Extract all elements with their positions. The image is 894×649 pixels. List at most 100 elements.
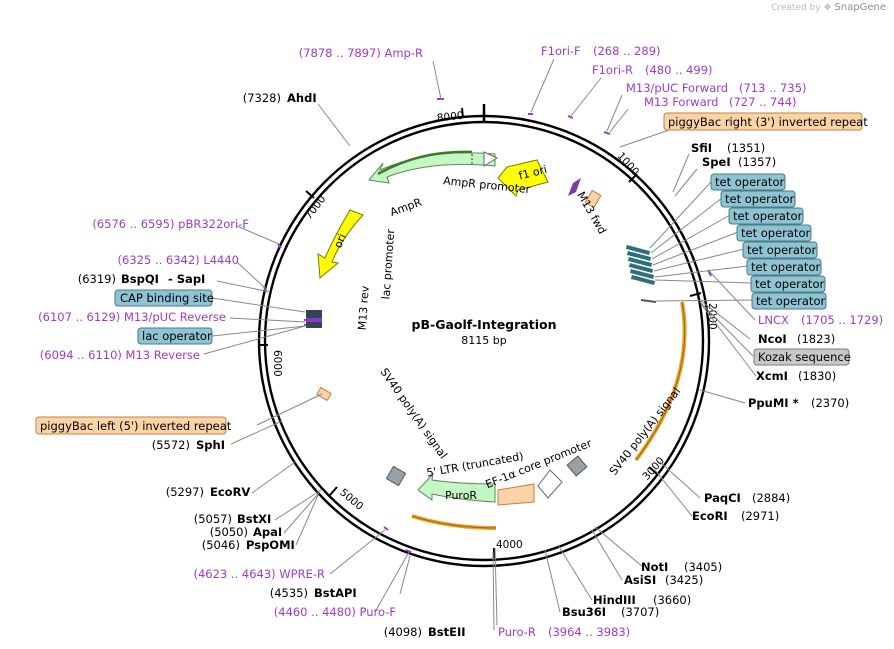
primer-pbr322ori-f: (6576 .. 6595) pBR322ori-F [92, 217, 249, 231]
orange-arc-bottom-outline [411, 515, 497, 529]
site-xcmi: XcmI [756, 369, 788, 383]
cap-binding-site-label: CAP binding site [120, 291, 214, 305]
tet-operator-label: tet operator [715, 175, 784, 189]
tick-7000: 7000 [303, 193, 329, 221]
pspomi-coord: (5046) [202, 538, 240, 552]
lac-operator-box: lac operator [137, 327, 213, 345]
primer-m13-puc-forward-coord: (713 .. 735) [739, 81, 807, 95]
primer-m13-puc-forward: M13/pUC Forward [626, 81, 728, 95]
tet-operator-box-3: tet operator [728, 207, 804, 225]
tet-operator-box-8: tet operator [751, 292, 827, 310]
site-bsteii: BstEII [428, 625, 466, 639]
site-asisi: AsiSI [624, 573, 656, 587]
ori-arrow [317, 209, 364, 279]
primer-f1ori-f-coord: (268 .. 289) [593, 44, 661, 58]
lac-promoter-label: lac promoter [379, 228, 397, 300]
tet-operator-label: tet operator [741, 226, 810, 240]
primer-m13-reverse: (6094 .. 6110) M13 Reverse [40, 348, 200, 362]
tet-operator-box-4: tet operator [736, 224, 812, 242]
site-ncoi: NcoI [758, 332, 787, 346]
primer-m13-forward-coord: (727 .. 744) [729, 95, 797, 109]
sv40-polya-left-label: SV40 poly(A) signal [378, 366, 450, 461]
site-spei: SpeI [702, 155, 731, 169]
tet-operator-box-6: tet operator [746, 258, 822, 276]
m13-rev-label: M13 rev [356, 285, 372, 331]
site-ahdi: AhdI [287, 91, 317, 105]
sv40-polya-left-block [385, 465, 407, 487]
leader-lines [203, 58, 757, 631]
ampr-label: AmpR [388, 195, 424, 219]
site-ecorv: EcoRV [210, 485, 250, 499]
tick-2000: 2000 [706, 303, 718, 330]
ampr-promoter-head [483, 151, 499, 167]
ef1a-arrow [537, 469, 563, 499]
piggybac-left-box: piggyBac left (5') inverted repeat [35, 416, 232, 435]
piggybac-left-block [316, 386, 332, 402]
site-bstxi: BstXI [237, 512, 271, 526]
site-sphi: SphI [196, 438, 225, 452]
sfii-coord: (1351) [727, 141, 765, 155]
tet-operator-label: tet operator [733, 209, 802, 223]
kozak-sequence-label: Kozak sequence [758, 350, 851, 364]
piggybac-left-label: piggyBac left (5') inverted repeat [40, 419, 232, 433]
primer-m13-forward: M13 Forward [644, 95, 718, 109]
piggybac-right-label: piggyBac right (3') inverted repeat [668, 115, 868, 129]
tet-operator-box-2: tet operator [720, 190, 796, 208]
ltr-block [497, 483, 535, 506]
ori-label: ori [331, 232, 348, 250]
piggybac-right-box: piggyBac right (3') inverted repeat [663, 112, 868, 131]
primer-puro-r-coord: (3964 .. 3983) [548, 625, 630, 639]
tick-5000: 5000 [337, 487, 365, 513]
bstxi-coord: (5057) [194, 512, 232, 526]
site-sfii: SfiI [691, 141, 712, 155]
lncx-marker [640, 299, 657, 303]
primer-amp-r: (7878 .. 7897) Amp-R [299, 46, 423, 60]
bsteii-coord: (4098) [384, 625, 422, 639]
xcmi-coord: (1830) [798, 369, 836, 383]
primer-lncx-coord: (1705 .. 1729) [801, 313, 883, 327]
f1-ori-arrow [497, 159, 549, 197]
snapgene-brand: Created by ❖ SnapGene [771, 2, 886, 13]
ppumi-coord: (2370) [811, 396, 849, 410]
plasmid-length: 8115 bp [461, 334, 506, 347]
tet-operator-box-7: tet operator [750, 275, 826, 293]
primer-f1ori-r-coord: (480 .. 499) [645, 63, 713, 77]
sv40-polya-right-block [566, 455, 588, 477]
puror-arrow [417, 472, 496, 503]
site-ecori: EcoRI [692, 509, 728, 523]
noti-coord: (3405) [684, 560, 722, 574]
tet-operator-box-1: tet operator [710, 173, 786, 191]
site-apai: ApaI [253, 525, 282, 539]
site-sapi: - SapI [168, 272, 205, 286]
tick-8000: 8000 [436, 110, 464, 125]
ncoi-coord: (1823) [797, 332, 835, 346]
ahdi-coord: (7328) [243, 91, 281, 105]
site-bspqi: BspQI [121, 272, 159, 286]
tet-operator-label: tet operator [747, 243, 816, 257]
primer-f1ori-r: F1ori-R [592, 63, 633, 77]
site-noti: NotI [641, 560, 668, 574]
snapgene-logo-icon: ❖ [823, 3, 832, 13]
kozak-sequence-box: Kozak sequence [753, 348, 851, 366]
bspqi-coord: (6319) [78, 272, 116, 286]
orange-arc-bottom [411, 514, 497, 530]
ecori-coord: (2971) [741, 509, 779, 523]
ecorv-coord: (5297) [166, 485, 204, 499]
site-bsu36i: Bsu36I [562, 605, 606, 619]
orange-arc-right-outline [635, 301, 686, 461]
site-bstapi: BstAPI [314, 586, 357, 600]
asisi-coord: (3425) [665, 573, 703, 587]
primer-wpre-r: (4623 .. 4643) WPRE-R [194, 567, 326, 581]
primer-puro-r: Puro-R [498, 625, 536, 639]
bsu36i-coord: (3707) [621, 605, 659, 619]
primer-markers [263, 98, 712, 553]
tet-operator-box-5: tet operator [742, 241, 818, 259]
spei-coord: (1357) [738, 155, 776, 169]
primer-lncx: LNCX [758, 313, 789, 327]
ampr-cds-line [377, 150, 473, 176]
tet-operator-label: tet operator [756, 294, 825, 308]
paqci-coord: (2884) [752, 491, 790, 505]
tet-operator-label: tet operator [725, 192, 794, 206]
ruler-tick-marks [258, 107, 702, 558]
m13-primer-strip [306, 318, 322, 322]
